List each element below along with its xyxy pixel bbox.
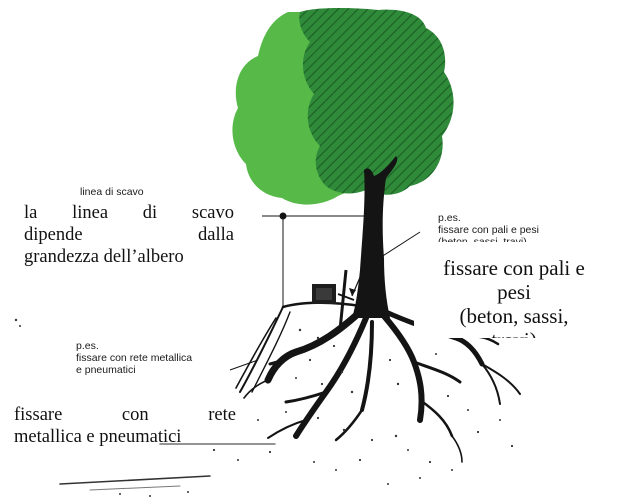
stake-caption: fissare con pali e pesi (beton, sassi, t…	[414, 256, 614, 338]
stake-small-line: (beton, sassi, travi)	[438, 236, 527, 242]
dig-line-caption-line: grandezza dell’albero	[24, 247, 184, 267]
stake-small-label: p.es. fissare con pali e pesi (beton, sa…	[438, 212, 608, 242]
soil-dots	[14, 318, 514, 497]
tree-roots	[243, 308, 521, 463]
stake-caption-line: pesi	[497, 280, 531, 304]
net-leader-lines	[229, 359, 259, 371]
stake-small-line: p.es.	[438, 212, 461, 224]
stake-caption-line: fissare con pali e	[443, 256, 585, 280]
stake-caption-line: (beton, sassi,	[459, 304, 569, 328]
tree-crown	[232, 8, 454, 205]
stake-small-line: fissare con pali e pesi	[438, 224, 539, 236]
net-small-line: e pneumatici	[76, 364, 136, 376]
stake-caption-line: travi)	[414, 328, 614, 338]
crown-dark-half	[299, 8, 454, 195]
net-small-line: p.es.	[76, 340, 99, 352]
net-caption-line: fissare con rete	[14, 405, 236, 425]
dig-line-small-label: linea di scavo	[80, 186, 144, 198]
dig-line-caption-line: la linea di scavo	[24, 203, 234, 223]
stake-with-weight	[312, 231, 421, 331]
net-caption: fissare con rete metallica e pneumatici	[14, 404, 236, 448]
dig-line-caption-line: dipende dalla	[24, 225, 234, 245]
net-small-label: p.es. fissare con rete metallica e pneum…	[76, 340, 246, 376]
dig-line-marker	[262, 212, 372, 306]
net-small-line: fissare con rete metallica	[76, 352, 193, 364]
dig-line-caption: la linea di scavo dipende dalla grandezz…	[24, 202, 234, 268]
net-caption-line: metallica e pneumatici	[14, 427, 182, 447]
tree-trunk	[352, 156, 398, 318]
